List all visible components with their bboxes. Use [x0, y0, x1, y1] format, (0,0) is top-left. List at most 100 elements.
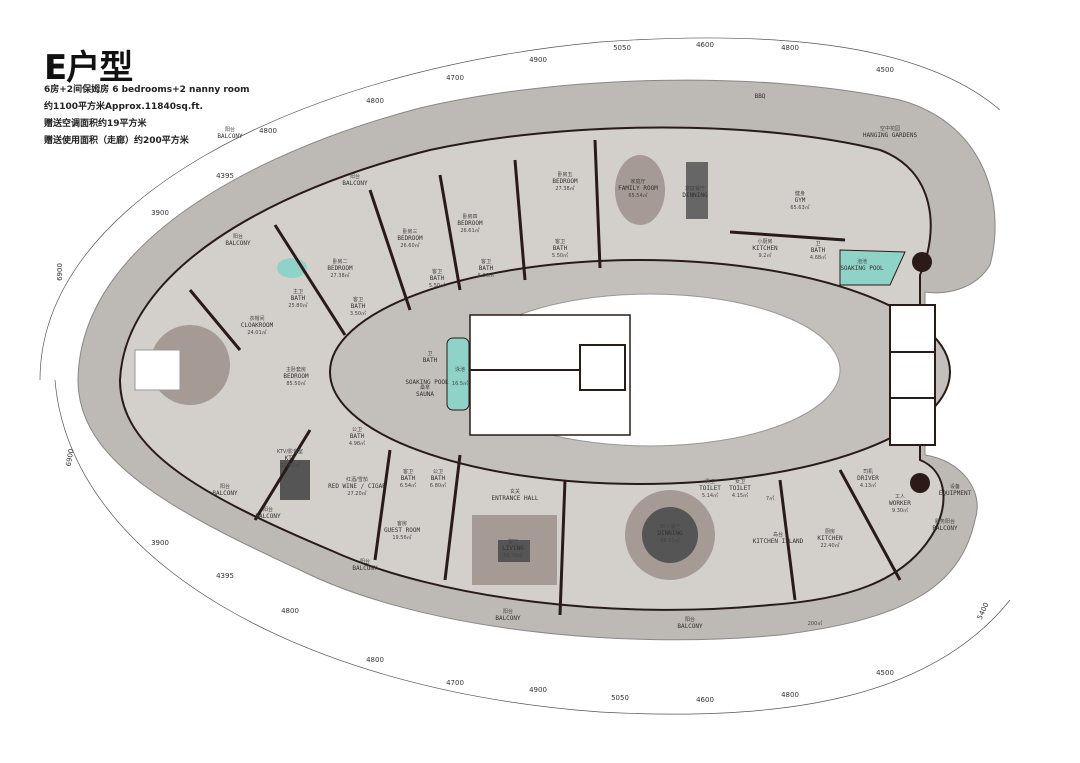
master-bed: [134, 349, 181, 391]
room-label-en: BEDROOM: [327, 265, 353, 272]
svg-text:4800: 4800: [366, 656, 384, 664]
room-label-en: BALCONY: [495, 615, 521, 622]
room-label-cn: 红酒/雪茄: [346, 476, 368, 483]
room-label-cn: 客卫: [432, 268, 442, 275]
room-label-en: BEDROOM: [552, 178, 578, 185]
room-label-en: BALCONY: [217, 133, 243, 140]
room-label-cn: 阳台: [220, 483, 230, 490]
room-label-en: KITCHEN ISLAND: [753, 538, 804, 545]
svg-text:3900: 3900: [151, 209, 169, 217]
svg-text:4800: 4800: [259, 127, 277, 135]
room-label-en: WORKER: [889, 500, 911, 507]
room-label-cn: 小厨房: [757, 238, 772, 245]
room-label-cn: 公卫: [433, 469, 443, 475]
room-label-cn: 家庭餐厅: [685, 185, 705, 192]
room-label-area: 19.56㎡: [392, 534, 411, 541]
room-label-area: 26.61㎡: [460, 227, 479, 234]
room-label-en: SAUNA: [416, 391, 434, 398]
room-label-area: 6.80㎡: [430, 482, 446, 489]
room-label-en: DRIVER: [857, 475, 879, 482]
column: [912, 252, 932, 272]
room-label-area: 4.13㎡: [860, 482, 876, 489]
room-label-area: 5.50㎡: [429, 282, 445, 289]
room-label-en: CLOAKROOM: [241, 322, 274, 329]
elevator-stair-core: [469, 314, 631, 436]
room-label-cn: 工人: [895, 494, 905, 500]
room-label-en: BALCONY: [932, 525, 958, 532]
room-label-cn: 客卫: [555, 238, 565, 245]
dining-table: [686, 162, 708, 219]
room-label-cn: 卧房三: [402, 228, 417, 235]
room-label-area: 5.14㎡: [702, 492, 718, 499]
room-label-cn: 司机: [863, 468, 873, 475]
svg-text:4800: 4800: [366, 97, 384, 105]
room-label-area: 6.54㎡: [400, 482, 416, 489]
family-room-rug: [615, 155, 665, 225]
room-label-area: 25.80㎡: [280, 462, 299, 469]
room-label-en: FAMILY ROOM: [618, 185, 658, 192]
svg-text:4800: 4800: [781, 44, 799, 52]
room-label-cn: 女卫: [735, 478, 745, 485]
room-label-cn: 客卫: [353, 296, 363, 303]
room-label-cn: 30人餐厅: [659, 523, 680, 530]
room-label-en: BBQ: [755, 93, 766, 100]
room-label-cn: 客房: [397, 520, 407, 527]
dimension-line-top: [39, 37, 1001, 381]
info-line-area: 约1100平方米Approx.11840sq.ft.: [44, 102, 203, 112]
svg-text:4395: 4395: [216, 172, 234, 180]
room-label-en: DINNING: [657, 530, 683, 537]
room-label-area: 4.98㎡: [349, 440, 365, 447]
room-label-cn: 健身: [795, 190, 805, 197]
info-line-ac-area: 赠送空调面积约19平方米: [44, 119, 147, 129]
svg-text:4900: 4900: [529, 686, 547, 694]
room-label-en: ENTRANCE HALL: [492, 495, 539, 502]
room-label-cn: 桑拿: [420, 384, 430, 391]
room-label-area: 27.38㎡: [555, 185, 574, 192]
room-label-cn: 泳池: [455, 366, 465, 373]
elevator-shaft: [579, 344, 626, 391]
room-label-en: SOAKING POOL: [405, 379, 449, 386]
room-label-area: 24.01㎡: [247, 329, 266, 336]
room-label-en: BALCONY: [225, 240, 251, 247]
room-label-cn: 主卫: [293, 288, 303, 295]
room-label-area: 26.60㎡: [400, 242, 419, 249]
room-label-en: BATH: [291, 295, 306, 302]
room-label-en: BATH: [351, 303, 366, 310]
room-label-area: 9.2㎡: [759, 252, 772, 259]
svg-text:5050: 5050: [611, 694, 629, 702]
room-label-en: BALCONY: [352, 565, 378, 572]
room-label-en: LIVING: [502, 545, 524, 552]
soaking-pool-gym: [839, 249, 906, 286]
room-label-cn: 服务阳台: [935, 518, 955, 525]
room-label-cn: 客卫: [403, 468, 413, 475]
svg-text:4700: 4700: [446, 74, 464, 82]
svg-text:4500: 4500: [876, 669, 894, 677]
room-label-en: EQUIPMENT: [939, 490, 972, 497]
room-label-cn: 衣帽间: [249, 315, 264, 322]
room-label-area: 7㎡: [766, 495, 774, 502]
room-label-en: TOILET: [699, 485, 721, 492]
room-label-cn: KTV/影音室: [277, 448, 303, 455]
room-label-area: 200㎡: [808, 620, 823, 627]
room-label-cn: 客厅: [508, 538, 518, 545]
dimension-labels: 3900 4395 4800 4800 4700 4900 5050 4600 …: [56, 41, 991, 704]
room-label-en: KTV: [285, 455, 296, 462]
room-label-en: HANGING GARDENS: [863, 132, 918, 139]
room-label-area: 65.54㎡: [628, 192, 647, 199]
room-label-cn: 阳台: [685, 616, 695, 623]
room-label-cn: 阳台: [233, 233, 243, 240]
room-label-en: BATH: [401, 475, 416, 482]
room-label-cn: 男卫: [705, 479, 715, 485]
room-label-area: 9.30㎡: [892, 507, 908, 514]
room-label-en: BALCONY: [342, 180, 368, 187]
room-label-cn: 阳台: [503, 608, 513, 615]
room-label-area: 3.50㎡: [350, 310, 366, 317]
info-line-corridor-area: 赠送使用面积（走廊）约200平方米: [44, 136, 189, 146]
room-label-cn: 卫: [815, 241, 820, 247]
room-label-en: GUEST ROOM: [384, 527, 421, 534]
room-label-cn: 阳台: [263, 506, 273, 513]
plan-title: E户型: [44, 48, 133, 88]
room-label-cn: 厨房: [825, 528, 835, 535]
room-label-cn: 卧房五: [557, 171, 572, 178]
room-labels: 阳台BALCONY阳台BALCONY阳台BALCONYBBQ空中花园HANGIN…: [212, 93, 971, 630]
